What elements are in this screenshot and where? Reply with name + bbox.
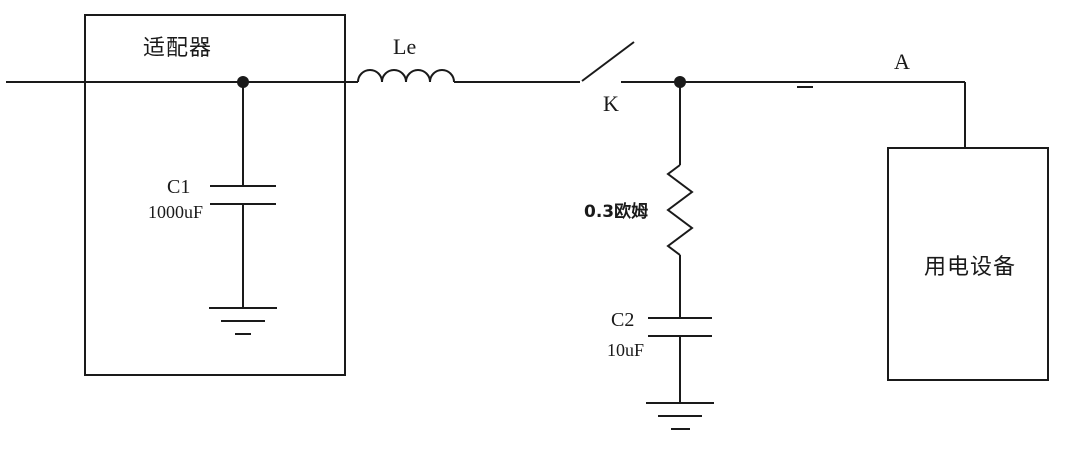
adapter-box (84, 14, 346, 376)
c1-name-label: C1 (167, 176, 191, 198)
c2-value-label: 10uF (607, 340, 645, 360)
resistor-value-label: 0.3欧姆 (584, 202, 649, 222)
switch-label: K (603, 91, 619, 116)
adapter-label: 适配器 (143, 35, 213, 60)
junction-node-c1 (237, 76, 249, 88)
load-label: 用电设备 (924, 254, 1017, 279)
resistor-zigzag (666, 164, 694, 256)
load-box (887, 147, 1049, 381)
node-a-label: A (894, 49, 910, 74)
inductor-coil (357, 69, 455, 83)
c2-name-label: C2 (611, 309, 635, 331)
switch-blade (581, 41, 635, 82)
junction-node-shunt (674, 76, 686, 88)
ground-symbol-left (209, 307, 277, 335)
c1-value-label: 1000uF (148, 202, 204, 222)
ground-symbol-right (646, 402, 714, 430)
inductor-label: Le (393, 34, 417, 59)
